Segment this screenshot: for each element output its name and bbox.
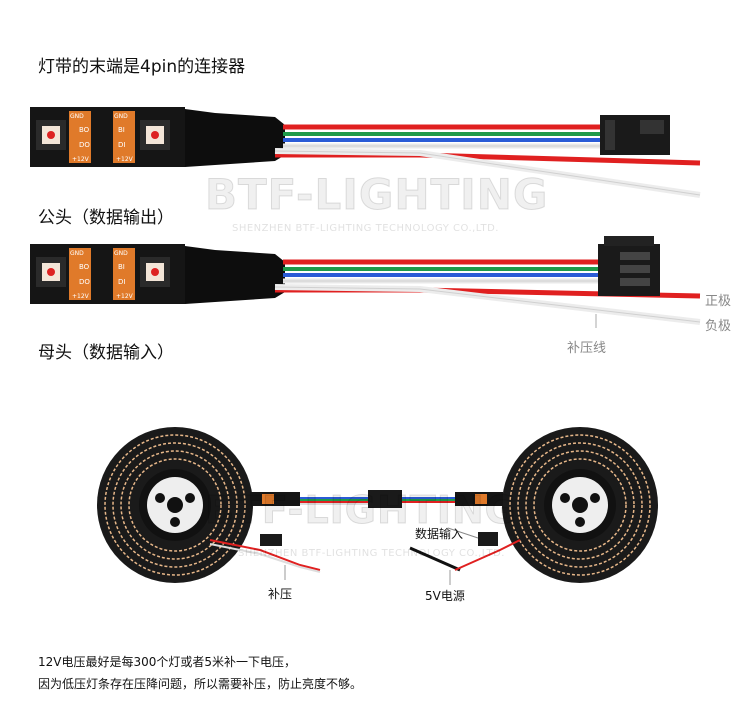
watermark-subtitle: SHENZHEN BTF-LIGHTING TECHNOLOGY CO.,LTD…	[238, 548, 505, 559]
note-line-2: 因为低压灯条存在压降问题，所以需要补压，防止亮度不够。	[38, 677, 363, 691]
power-supply-label: 5V电源	[425, 589, 465, 603]
heat-shrink	[185, 246, 285, 304]
supplement-label: 补压	[268, 587, 293, 601]
pad-label-di: DI	[118, 278, 125, 286]
pad-label-gnd: GND	[114, 113, 128, 120]
page-title: 灯带的末端是4pin的连接器	[38, 57, 246, 77]
pad-label-12v: +12V	[116, 293, 134, 300]
watermark: BTF-LIGHTING	[205, 488, 517, 533]
solder-pad-left	[69, 248, 91, 300]
pad-label-do: DO	[79, 141, 90, 149]
right-led-reel	[502, 427, 658, 583]
pad-label-bi: BI	[118, 126, 125, 134]
positive-label: 正极	[705, 294, 732, 309]
female-connector-diagram: GND GND BO BI DO DI +12V +12V	[30, 236, 701, 328]
note-line-1: 12V电压最好是每300个灯或者5米补一下电压，	[38, 655, 297, 669]
male-connector-label: 公头（数据输出）	[38, 208, 174, 228]
pad-label-bo: BO	[79, 126, 90, 134]
pad-label-12v: +12V	[72, 293, 90, 300]
pad-label-do: DO	[79, 278, 90, 286]
data-input-connector	[478, 532, 498, 546]
pad-label-12v: +12V	[116, 156, 134, 163]
pad-label-12v: +12V	[72, 156, 90, 163]
power-cable	[409, 546, 461, 572]
watermark: BTF-LIGHTING	[204, 170, 549, 220]
female-connector-label: 母头（数据输入）	[38, 343, 174, 363]
inline-connector	[368, 490, 402, 508]
data-input-label: 数据输入	[415, 527, 464, 541]
pad-label-di: DI	[118, 141, 125, 149]
pad-label-gnd: GND	[70, 113, 84, 120]
pad-label-bo: BO	[79, 263, 90, 271]
supplement-wire-label: 补压线	[567, 341, 607, 356]
solder-pad-left	[69, 111, 91, 163]
reel-wiring-diagram	[97, 427, 658, 585]
left-supplement-red	[209, 539, 321, 571]
heat-shrink	[185, 109, 285, 167]
left-supplement-connector	[260, 534, 282, 546]
male-connector-diagram: GND GND BO BI DO DI +12V +12V	[30, 107, 701, 198]
solder-pad-right	[113, 248, 135, 300]
negative-label: 负极	[705, 319, 732, 334]
solder-pad-right	[113, 111, 135, 163]
pad-label-gnd: GND	[114, 250, 128, 257]
pad-label-gnd: GND	[70, 250, 84, 257]
pad-label-bi: BI	[118, 263, 125, 271]
watermark-subtitle: SHENZHEN BTF-LIGHTING TECHNOLOGY CO.,LTD…	[232, 223, 499, 234]
